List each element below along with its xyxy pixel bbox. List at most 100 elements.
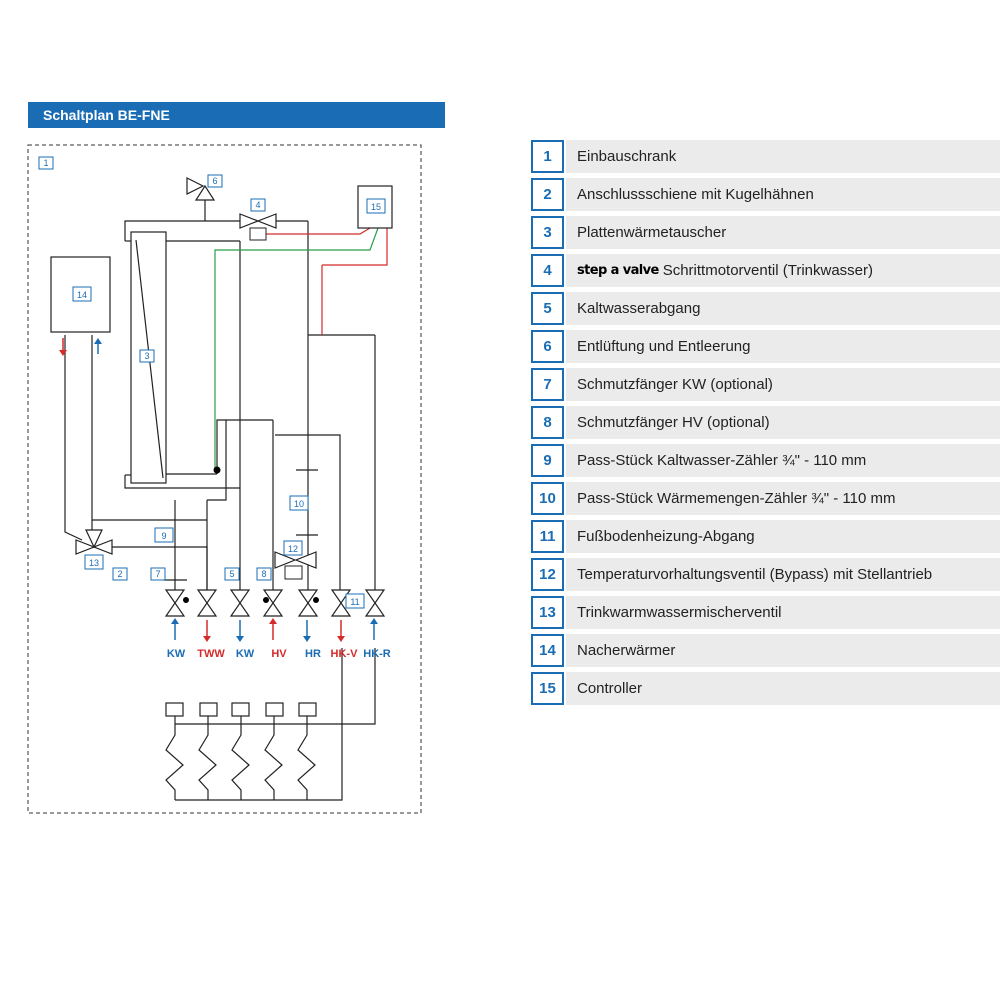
port-labels: KW TWW KW HV HR HK-V HK-R xyxy=(167,648,391,660)
legend-number: 3 xyxy=(531,216,564,249)
legend-number: 11 xyxy=(531,520,564,553)
port-label-hr: HR xyxy=(305,648,321,660)
legend-number: 7 xyxy=(531,368,564,401)
legend-description: Schmutzfänger KW (optional) xyxy=(577,376,773,393)
legend-item-7: 7 Schmutzfänger KW (optional) xyxy=(531,368,1000,401)
number-box-8 xyxy=(256,567,272,581)
legend-text: Schmutzfänger KW (optional) xyxy=(566,368,1000,401)
legend-text: Pass-Stück Kaltwasser-Zähler ¾" - 110 mm xyxy=(566,444,1000,477)
legend-item-14: 14 Nacherwärmer xyxy=(531,634,1000,667)
number-label-8: 8 xyxy=(261,569,266,579)
legend-text: Pass-Stück Wärmemengen-Zähler ¾" - 110 m… xyxy=(566,482,1000,515)
number-label-11: 11 xyxy=(350,597,359,607)
legend-text: Trinkwarmwassermischerventil xyxy=(566,596,1000,629)
pipes xyxy=(64,200,376,801)
number-box-3 xyxy=(139,349,155,363)
legend-text: Controller xyxy=(566,672,1000,705)
ball-valves xyxy=(164,589,386,617)
legend-item-9: 9 Pass-Stück Kaltwasser-Zähler ¾" - 110 m… xyxy=(531,444,1000,477)
legend-item-3: 3 Plattenwärmetauscher xyxy=(531,216,1000,249)
legend-description: Kaltwasserabgang xyxy=(577,300,701,317)
legend-item-10: 10 Pass-Stück Wärmemengen-Zähler ¾" - 110… xyxy=(531,482,1000,515)
legend-description: Temperaturvorhaltungsventil (Bypass) mit… xyxy=(577,566,933,583)
legend-description: Anschlussschiene mit Kugelhähnen xyxy=(577,186,814,203)
legend-number: 1 xyxy=(531,140,564,173)
legend-number: 4 xyxy=(531,254,564,287)
legend-number: 12 xyxy=(531,558,564,591)
legend-number: 8 xyxy=(531,406,564,439)
number-label-15: 15 xyxy=(371,202,381,212)
legend-description: Einbauschrank xyxy=(577,148,677,165)
number-box-7 xyxy=(150,567,166,581)
legend-text: Plattenwärmetauscher xyxy=(566,216,1000,249)
legend-item-13: 13 Trinkwarmwassermischerventil xyxy=(531,596,1000,629)
legend-description: Trinkwarmwassermischerventil xyxy=(577,604,782,621)
number-box-9 xyxy=(154,527,174,543)
number-label-10: 10 xyxy=(294,499,304,509)
legend-item-6: 6 Entlüftung und Entleerung xyxy=(531,330,1000,363)
number-label-13: 13 xyxy=(89,558,99,568)
number-box-13 xyxy=(84,554,104,570)
number-box-1 xyxy=(38,156,54,170)
legend-text: Nacherwärmer xyxy=(566,634,1000,667)
legend-item-8: 8 Schmutzfänger HV (optional) xyxy=(531,406,1000,439)
legend-item-12: 12 Temperaturvorhaltungsventil (Bypass) m… xyxy=(531,558,1000,591)
legend-number: 15 xyxy=(531,672,564,705)
legend-item-1: 1 Einbauschrank xyxy=(531,140,1000,173)
port-label-hv: HV xyxy=(271,648,287,660)
legend-description: Nacherwärmer xyxy=(577,642,676,659)
legend-number: 10 xyxy=(531,482,564,515)
legend-text: Temperaturvorhaltungsventil (Bypass) mit… xyxy=(566,558,1000,591)
number-label-5: 5 xyxy=(229,569,234,579)
legend-description: Plattenwärmetauscher xyxy=(577,224,727,241)
number-label-14: 14 xyxy=(77,290,87,300)
legend-description: Entlüftung und Entleerung xyxy=(577,338,751,355)
heat-exchanger xyxy=(130,231,167,484)
number-box-6 xyxy=(207,174,223,188)
port-label-hk-v: HK-V xyxy=(331,648,359,660)
floor-heating-loops xyxy=(165,702,317,717)
cabinet-outline xyxy=(27,144,422,814)
number-label-12: 12 xyxy=(288,544,298,554)
legend-number: 14 xyxy=(531,634,564,667)
legend-item-11: 11 Fußbodenheizung-Abgang xyxy=(531,520,1000,553)
legend-text: Anschlussschiene mit Kugelhähnen xyxy=(566,178,1000,211)
legend-text: Einbauschrank xyxy=(566,140,1000,173)
number-box-14 xyxy=(72,286,92,302)
number-box-10 xyxy=(289,495,309,511)
port-label-hk-r: HK-R xyxy=(363,648,391,660)
legend-number: 9 xyxy=(531,444,564,477)
legend-text: Schmutzfänger HV (optional) xyxy=(566,406,1000,439)
legend-text: Fußbodenheizung-Abgang xyxy=(566,520,1000,553)
diagram-title: Schaltplan BE-FNE xyxy=(28,102,445,128)
port-label-kw: KW xyxy=(167,648,186,660)
number-label-2: 2 xyxy=(117,569,122,579)
number-label-6: 6 xyxy=(212,176,217,186)
number-label-4: 4 xyxy=(255,200,260,210)
port-label-tww: TWW xyxy=(197,648,225,660)
legend-text: Entlüftung und Entleerung xyxy=(566,330,1000,363)
legend-description: Fußbodenheizung-Abgang xyxy=(577,528,755,545)
number-label-3: 3 xyxy=(144,351,149,361)
legend-number: 5 xyxy=(531,292,564,325)
legend-number: 6 xyxy=(531,330,564,363)
number-box-11 xyxy=(345,593,365,609)
number-box-5 xyxy=(224,567,240,581)
legend-number: 13 xyxy=(531,596,564,629)
legend-item-5: 5 Kaltwasserabgang xyxy=(531,292,1000,325)
legend-description: Schmutzfänger HV (optional) xyxy=(577,414,770,431)
number-box-2 xyxy=(112,567,128,581)
number-box-12 xyxy=(283,540,303,556)
legend-description: Pass-Stück Kaltwasser-Zähler ¾" - 110 mm xyxy=(577,452,867,469)
brand-name: step a valve xyxy=(577,263,659,278)
port-label-kw: KW xyxy=(236,648,255,660)
legend-description: Pass-Stück Wärmemengen-Zähler ¾" - 110 m… xyxy=(577,490,896,507)
legend-text: Kaltwasserabgang xyxy=(566,292,1000,325)
legend-description: Schrittmotorventil (Trinkwasser) xyxy=(662,262,874,279)
